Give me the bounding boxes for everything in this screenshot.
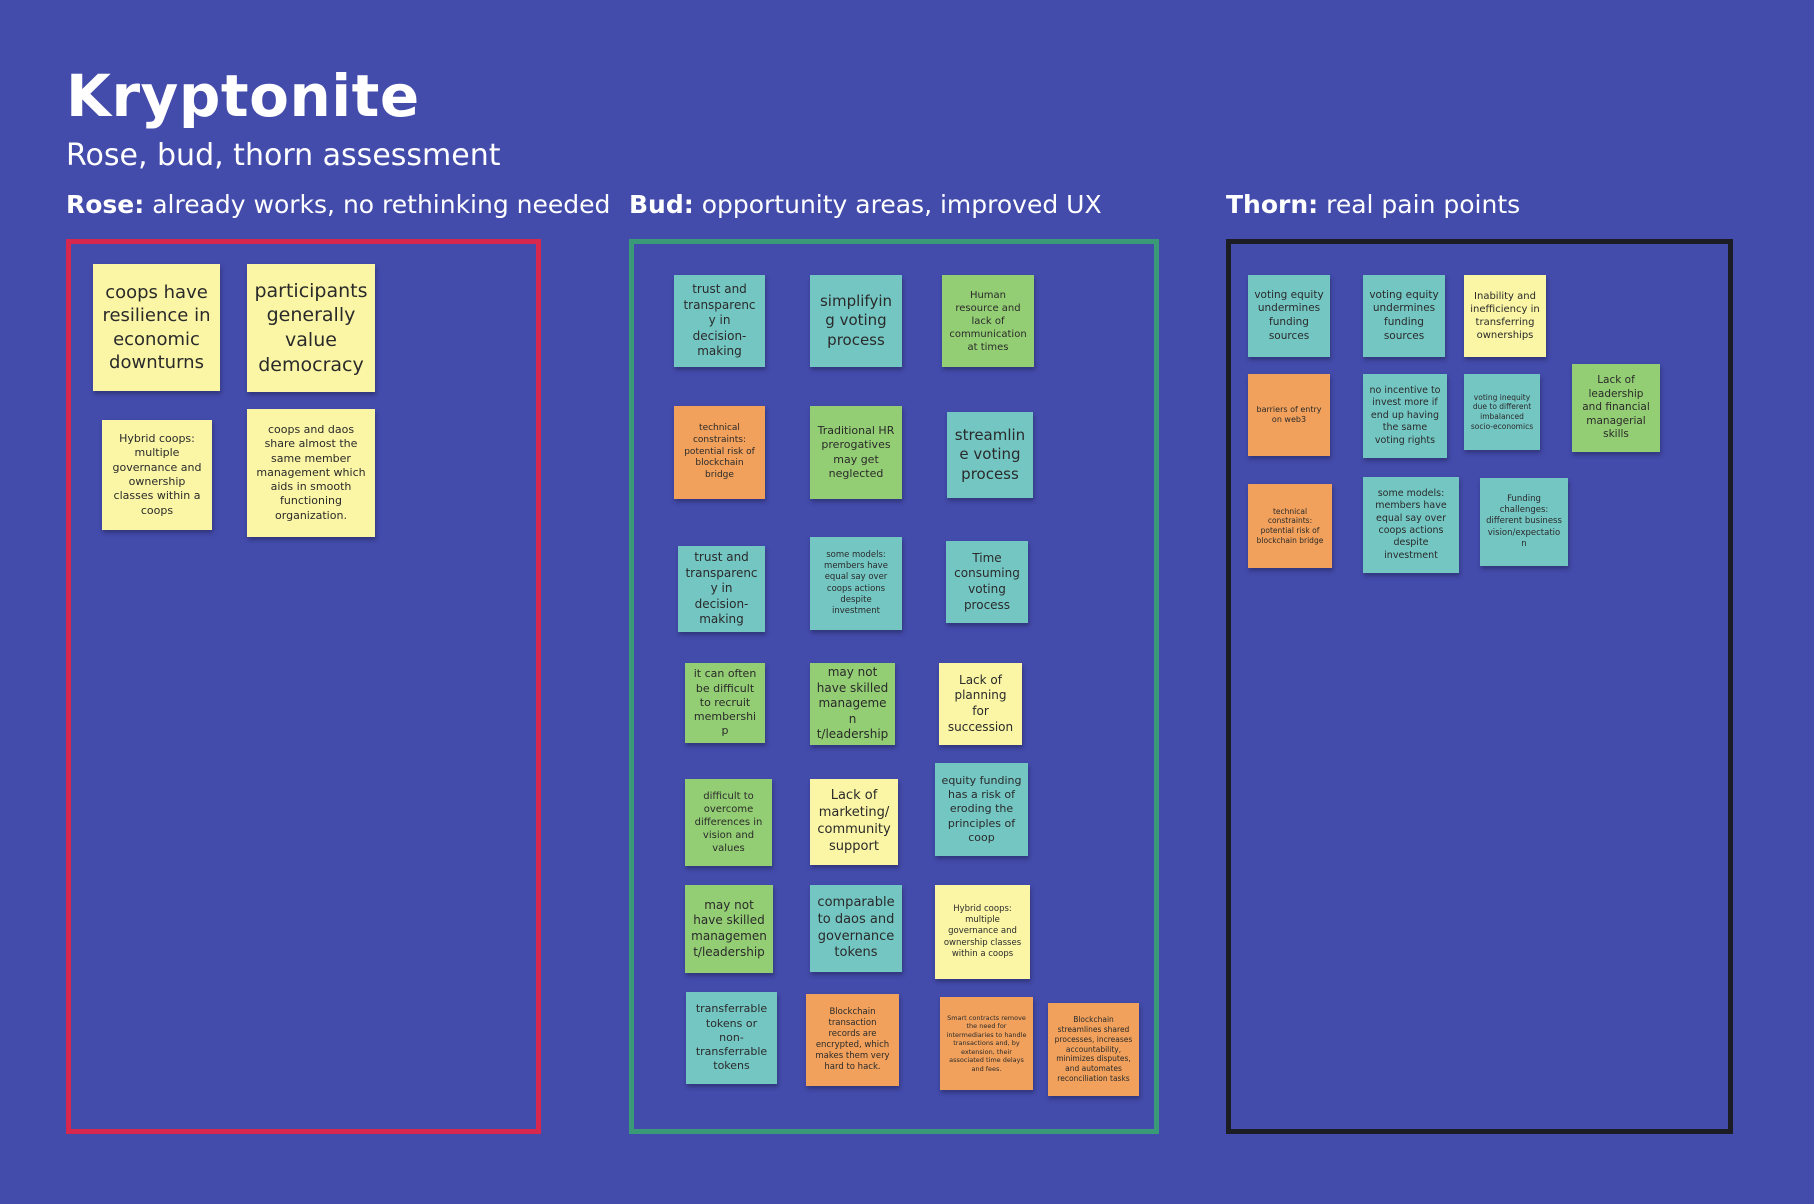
thorn-note-8[interactable]: technical constraints: potential risk of… bbox=[1248, 484, 1332, 568]
rose-note-4[interactable]: coops and daos share almost the same mem… bbox=[247, 409, 375, 537]
bud-note-16[interactable]: may not have skilled managemen t/leaders… bbox=[685, 885, 773, 973]
bud-note-13[interactable]: difficult to overcome differences in vis… bbox=[685, 779, 772, 866]
rose-note-3[interactable]: Hybrid coops: multiple governance and ow… bbox=[102, 420, 212, 530]
sticky-note-text: technical constraints: potential risk of… bbox=[684, 423, 755, 481]
sticky-note-text: coops and daos share almost the same mem… bbox=[256, 422, 366, 522]
bud-frame[interactable] bbox=[629, 239, 1159, 1134]
sticky-note-text: Funding challenges: different business v… bbox=[1486, 494, 1562, 549]
bud-note-21[interactable]: Smart contracts remove the need for inte… bbox=[940, 997, 1033, 1090]
sticky-note-text: trust and transparency in decision-makin… bbox=[683, 282, 756, 359]
thorn-note-7[interactable]: Lack of leadership and financial manager… bbox=[1572, 364, 1660, 452]
thorn-label: Thorn: bbox=[1226, 190, 1319, 219]
sticky-note-text: streamline voting process bbox=[954, 425, 1026, 483]
sticky-note-text: transferrable tokens or non-transferrabl… bbox=[695, 1002, 768, 1073]
bud-note-17[interactable]: comparable to daos and governance tokens bbox=[810, 885, 902, 972]
sticky-note-text: Hybrid coops: multiple governance and ow… bbox=[943, 904, 1022, 959]
thorn-note-2[interactable]: voting equity undermines funding sources bbox=[1363, 275, 1445, 357]
bud-note-1[interactable]: trust and transparency in decision-makin… bbox=[674, 275, 765, 367]
bud-note-22[interactable]: Blockchain streamlines shared processes,… bbox=[1048, 1003, 1139, 1096]
bud-note-19[interactable]: transferrable tokens or non-transferrabl… bbox=[686, 992, 777, 1084]
sticky-note-text: participants generally value democracy bbox=[254, 279, 368, 376]
rose-note-1[interactable]: coops have resilience in economic downtu… bbox=[93, 264, 220, 391]
thorn-note-6[interactable]: voting inequity due to different imbalan… bbox=[1464, 374, 1540, 450]
sticky-note-text: Lack of planning for succession bbox=[947, 672, 1014, 734]
thorn-frame[interactable] bbox=[1226, 239, 1733, 1134]
sticky-note-text: Human resource and lack of communication… bbox=[949, 289, 1027, 353]
bud-heading: Bud: opportunity areas, improved UX bbox=[629, 190, 1102, 219]
sticky-note-text: Time consuming voting process bbox=[954, 550, 1020, 612]
sticky-note-text: Inability and inefficiency in transferri… bbox=[1470, 291, 1540, 341]
sticky-note-text: trust and transparency in decision-makin… bbox=[685, 550, 758, 627]
bud-note-9[interactable]: Time consuming voting process bbox=[946, 541, 1028, 623]
bud-note-12[interactable]: Lack of planning for succession bbox=[939, 663, 1022, 745]
bud-note-3[interactable]: Human resource and lack of communication… bbox=[942, 275, 1034, 367]
thorn-heading: Thorn: real pain points bbox=[1226, 190, 1520, 219]
sticky-note-text: some models: members have equal say over… bbox=[824, 550, 888, 616]
bud-note-11[interactable]: may not have skilled managemen t/leaders… bbox=[810, 663, 895, 745]
sticky-note-text: Smart contracts remove the need for inte… bbox=[946, 1013, 1027, 1073]
sticky-note-text: no incentive to invest more if end up ha… bbox=[1369, 385, 1441, 446]
sticky-note-text: some models: members have equal say over… bbox=[1375, 487, 1447, 561]
bud-note-10[interactable]: it can often be difficult to recruit mem… bbox=[685, 663, 765, 743]
bud-note-2[interactable]: simplifying voting process bbox=[810, 275, 902, 367]
bud-note-15[interactable]: equity funding has a risk of eroding the… bbox=[935, 763, 1028, 856]
thorn-note-1[interactable]: voting equity undermines funding sources bbox=[1248, 275, 1330, 357]
sticky-note-text: may not have skilled managemen t/leaders… bbox=[691, 897, 767, 959]
bud-label: Bud: bbox=[629, 190, 694, 219]
rose-frame[interactable] bbox=[66, 239, 541, 1134]
bud-description: opportunity areas, improved UX bbox=[701, 190, 1102, 219]
rose-note-2[interactable]: participants generally value democracy bbox=[247, 264, 375, 392]
bud-note-6[interactable]: streamline voting process bbox=[947, 412, 1033, 498]
bud-note-18[interactable]: Hybrid coops: multiple governance and ow… bbox=[935, 885, 1030, 979]
sticky-note-text: may not have skilled managemen t/leaders… bbox=[816, 665, 889, 742]
rose-label: Rose: bbox=[66, 190, 145, 219]
sticky-note-text: comparable to daos and governance tokens bbox=[817, 894, 895, 961]
bud-note-14[interactable]: Lack of marketing/ community support bbox=[810, 779, 898, 865]
sticky-note-text: Traditional HR prerogatives may get negl… bbox=[817, 423, 895, 480]
sticky-note-text: equity funding has a risk of eroding the… bbox=[941, 773, 1022, 844]
bud-note-5[interactable]: Traditional HR prerogatives may get negl… bbox=[810, 406, 902, 499]
bud-note-7[interactable]: trust and transparency in decision-makin… bbox=[678, 546, 765, 632]
sticky-note-text: Blockchain streamlines shared processes,… bbox=[1054, 1015, 1133, 1083]
sticky-note-text: Lack of marketing/ community support bbox=[817, 788, 891, 854]
sticky-note-text: barriers of entry on web3 bbox=[1256, 404, 1322, 424]
thorn-note-10[interactable]: Funding challenges: different business v… bbox=[1480, 478, 1568, 566]
sticky-note-text: Blockchain transaction records are encry… bbox=[815, 1006, 890, 1073]
rose-heading: Rose: already works, no rethinking neede… bbox=[66, 190, 610, 219]
bud-note-20[interactable]: Blockchain transaction records are encry… bbox=[806, 994, 899, 1086]
bud-note-8[interactable]: some models: members have equal say over… bbox=[810, 537, 902, 630]
sticky-note-text: Lack of leadership and financial manager… bbox=[1582, 373, 1650, 441]
sticky-note-text: coops have resilience in economic downtu… bbox=[102, 281, 211, 373]
sticky-note-text: voting equity undermines funding sources bbox=[1369, 288, 1439, 342]
thorn-note-5[interactable]: no incentive to invest more if end up ha… bbox=[1363, 374, 1447, 458]
bud-note-4[interactable]: technical constraints: potential risk of… bbox=[674, 406, 765, 499]
sticky-note-text: Hybrid coops: multiple governance and ow… bbox=[112, 432, 202, 517]
thorn-note-4[interactable]: barriers of entry on web3 bbox=[1248, 374, 1330, 456]
sticky-note-text: it can often be difficult to recruit mem… bbox=[693, 667, 757, 738]
thorn-note-9[interactable]: some models: members have equal say over… bbox=[1363, 477, 1459, 573]
sticky-note-text: voting equity undermines funding sources bbox=[1254, 288, 1324, 342]
board-title: Kryptonite bbox=[66, 62, 420, 130]
sticky-note-text: technical constraints: potential risk of… bbox=[1256, 506, 1324, 545]
sticky-note-text: voting inequity due to different imbalan… bbox=[1470, 392, 1534, 431]
rose-description: already works, no rethinking needed bbox=[152, 190, 611, 219]
board-subtitle: Rose, bud, thorn assessment bbox=[66, 138, 501, 173]
thorn-note-3[interactable]: Inability and inefficiency in transferri… bbox=[1464, 275, 1546, 357]
sticky-note-text: simplifying voting process bbox=[819, 291, 893, 349]
thorn-description: real pain points bbox=[1326, 190, 1521, 219]
sticky-note-text: difficult to overcome differences in vis… bbox=[694, 791, 763, 854]
